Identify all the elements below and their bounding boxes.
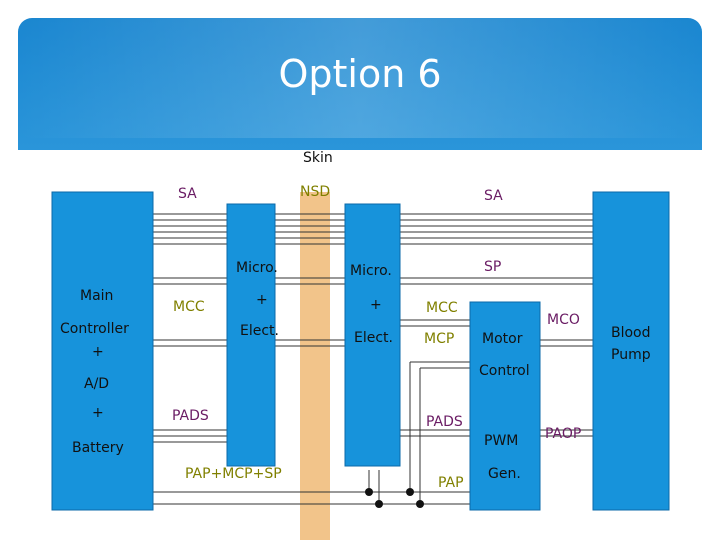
main-plus-2-label: + <box>92 405 104 421</box>
elect-left-label: Elect. <box>240 323 279 339</box>
mco-label: MCO <box>547 312 580 328</box>
blood-label: Blood <box>611 325 651 341</box>
mcp-label: MCP <box>424 331 455 347</box>
motor-control-block <box>469 301 541 511</box>
blood-pump-block <box>592 191 670 511</box>
pump-label: Pump <box>611 347 651 363</box>
junction-dots <box>365 488 424 508</box>
micro-right-label: Micro. <box>350 263 392 279</box>
battery-label: Battery <box>72 440 124 456</box>
main-plus-1-label: + <box>92 344 104 360</box>
slide-title: Option 6 <box>278 52 442 96</box>
main-label: Main <box>80 288 114 304</box>
sa-left-label: SA <box>178 186 197 202</box>
main-controller-block <box>51 191 154 511</box>
micro-left-label: Micro. <box>236 260 278 276</box>
control-label: Control <box>479 363 530 379</box>
mcc-right-label: MCC <box>426 300 458 316</box>
pap-label: PAP <box>438 475 464 491</box>
motor-label: Motor <box>482 331 523 347</box>
sa-right-label: SA <box>484 188 503 204</box>
right-electronics-block <box>344 203 401 467</box>
gen-label: Gen. <box>488 466 521 482</box>
pap-mcp-sp-label: PAP+MCP+SP <box>185 466 282 482</box>
pwm-label: PWM <box>484 433 519 449</box>
skin-band <box>300 192 330 540</box>
sp-label: SP <box>484 259 502 275</box>
plus-right-label: + <box>370 297 382 313</box>
skin-label: Skin <box>303 150 333 166</box>
ad-label: A/D <box>84 376 110 392</box>
plus-left-label: + <box>256 292 268 308</box>
paop-label: PAOP <box>545 426 582 442</box>
left-electronics-block <box>226 203 276 467</box>
controller-label: Controller <box>60 321 129 337</box>
mcc-left-label: MCC <box>173 299 205 315</box>
elect-right-label: Elect. <box>354 330 393 346</box>
pads-left-label: PADS <box>172 408 209 424</box>
pads-right-label: PADS <box>426 414 463 430</box>
nsd-label: NSD <box>300 184 331 200</box>
